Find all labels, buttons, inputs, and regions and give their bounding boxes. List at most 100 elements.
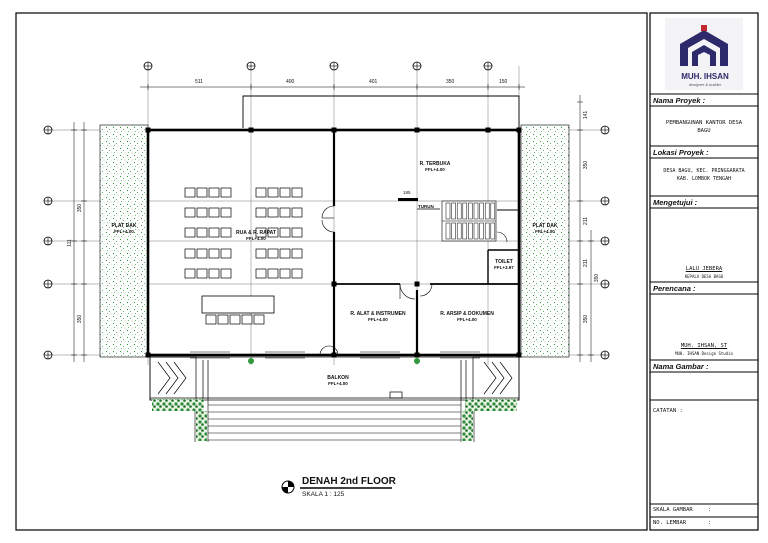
- perencana-name: MUH. IHSAN, ST: [680, 343, 728, 349]
- chair: [196, 187, 208, 198]
- titleblock-frame: [649, 12, 759, 531]
- dimension-lines: [71, 84, 594, 362]
- stair-dim: 185: [403, 190, 411, 195]
- room-elevation: FFL+4.00: [535, 229, 555, 234]
- chair: [291, 248, 303, 259]
- hedge-left-vertical: [196, 411, 207, 441]
- plat-dak-right: [520, 124, 570, 358]
- stair-beam: [398, 198, 418, 201]
- room-name: R. TERBUKA: [419, 161, 451, 167]
- room-label-arsip: R. ARSIP & DOKUMEN FFL+4.00: [432, 311, 502, 323]
- chair: [253, 314, 265, 325]
- lokasi-value-2: KAB. LOMBOK TENGAH: [676, 176, 732, 182]
- stair-step: [445, 202, 451, 220]
- setuju-role: KEPALA DESA BAGU: [684, 274, 724, 279]
- balcony: [149, 356, 520, 401]
- chair: [220, 248, 232, 259]
- chair: [279, 268, 291, 279]
- elevation-markers: [248, 358, 420, 364]
- drawing-scale: SKALA 1 : 125: [302, 491, 345, 498]
- gambar-label: Nama Gambar :: [653, 362, 709, 371]
- room-label-plat-left: PLAT DAK FFL+4.00: [106, 223, 142, 235]
- chair: [208, 248, 220, 259]
- dim-right-2: 350: [583, 160, 590, 170]
- chair: [267, 268, 279, 279]
- chair: [255, 248, 267, 259]
- room-elevation: FFL+4.00: [457, 317, 477, 322]
- table-chairs: [205, 314, 265, 325]
- chair: [267, 248, 279, 259]
- chair: [255, 227, 267, 238]
- room-name: PLAT DAK: [532, 223, 558, 229]
- room-label-rapat: RUA & R. RAPAT FFL+4.00: [226, 230, 286, 242]
- chair: [255, 268, 267, 279]
- chair: [241, 314, 253, 325]
- proyek-value-2: BAGU: [697, 128, 711, 134]
- chair: [217, 314, 229, 325]
- dim-top-4: 350: [446, 79, 455, 85]
- setuju-label: Mengetujui :: [653, 198, 698, 207]
- chair: [184, 187, 196, 198]
- doors: [319, 205, 508, 356]
- chair: [208, 227, 220, 238]
- room-name: RUA & R. RAPAT: [236, 230, 276, 236]
- perencana-role: MUH. IHSAN Design Studio: [675, 351, 733, 356]
- room-label-terbuka: R. TERBUKA FFL+4.00: [410, 161, 460, 173]
- lembar-separator: :: [708, 520, 712, 526]
- room-label-alat: R. ALAT & INSTRUMEN FFL+4.00: [345, 311, 411, 323]
- drawing-frame: [15, 12, 648, 531]
- room-elevation: FFL+4.00: [368, 317, 388, 322]
- meeting-table: [201, 295, 275, 314]
- stair-step: [468, 202, 473, 220]
- chair: [196, 207, 208, 218]
- chair: [255, 207, 267, 218]
- room-name: R. ARSIP & DOKUMEN: [440, 311, 494, 317]
- hedge-right-vertical: [462, 411, 473, 441]
- chair: [184, 248, 196, 259]
- stair-step: [484, 222, 490, 240]
- stair-step: [468, 222, 473, 240]
- chair: [279, 187, 291, 198]
- stair-step: [479, 202, 484, 220]
- room-elevation: FFL+4.00: [328, 381, 348, 386]
- stair-step: [445, 222, 451, 240]
- stair-step: [473, 222, 479, 240]
- front-steps: [194, 400, 475, 442]
- dim-right-1: 141: [583, 110, 590, 120]
- dim-top-5: 150: [499, 79, 508, 85]
- stair-label: TURUN: [418, 204, 434, 209]
- dim-top-1: 511: [195, 79, 203, 85]
- chair: [184, 207, 196, 218]
- logo-name: MUH. IHSAN: [681, 72, 729, 81]
- chair: [267, 207, 279, 218]
- catatan-label: CATATAN :: [653, 408, 683, 414]
- chair: [196, 268, 208, 279]
- room-name: R. ALAT & INSTRUMEN: [350, 311, 406, 317]
- chair: [220, 227, 232, 238]
- plat-dak-left: [99, 124, 149, 358]
- logo-tagline: designer & builder: [688, 82, 722, 87]
- chair: [291, 207, 303, 218]
- dim-right-3: 211: [582, 217, 589, 225]
- room-label-balkon: BALKON FFL+4.00: [318, 375, 358, 387]
- columns: [145, 127, 522, 358]
- setuju-name: LALU JEBERA: [685, 266, 723, 272]
- lembar-label: NO. LEMBAR: [653, 520, 687, 526]
- room-label-plat-right: PLAT DAK FFL+4.00: [527, 223, 563, 235]
- skala-label: SKALA GAMBAR: [653, 507, 693, 513]
- stair-step: [473, 202, 479, 220]
- skala-separator: :: [708, 507, 712, 513]
- dim-right-5: 350: [583, 314, 590, 324]
- dim-top-3: 401: [369, 79, 378, 85]
- chair: [208, 187, 220, 198]
- meeting-chairs: [184, 187, 303, 279]
- stair-step: [479, 222, 484, 240]
- room-elevation: FFL+4.00: [114, 229, 134, 234]
- logo-mark: [665, 18, 743, 90]
- stair-step: [456, 222, 462, 240]
- lokasi-value-1: DESA BAGU, KEC. PRINGGARATA: [663, 168, 745, 174]
- proyek-label: Nama Proyek :: [653, 96, 706, 105]
- chair: [220, 207, 232, 218]
- stair-step: [462, 222, 468, 240]
